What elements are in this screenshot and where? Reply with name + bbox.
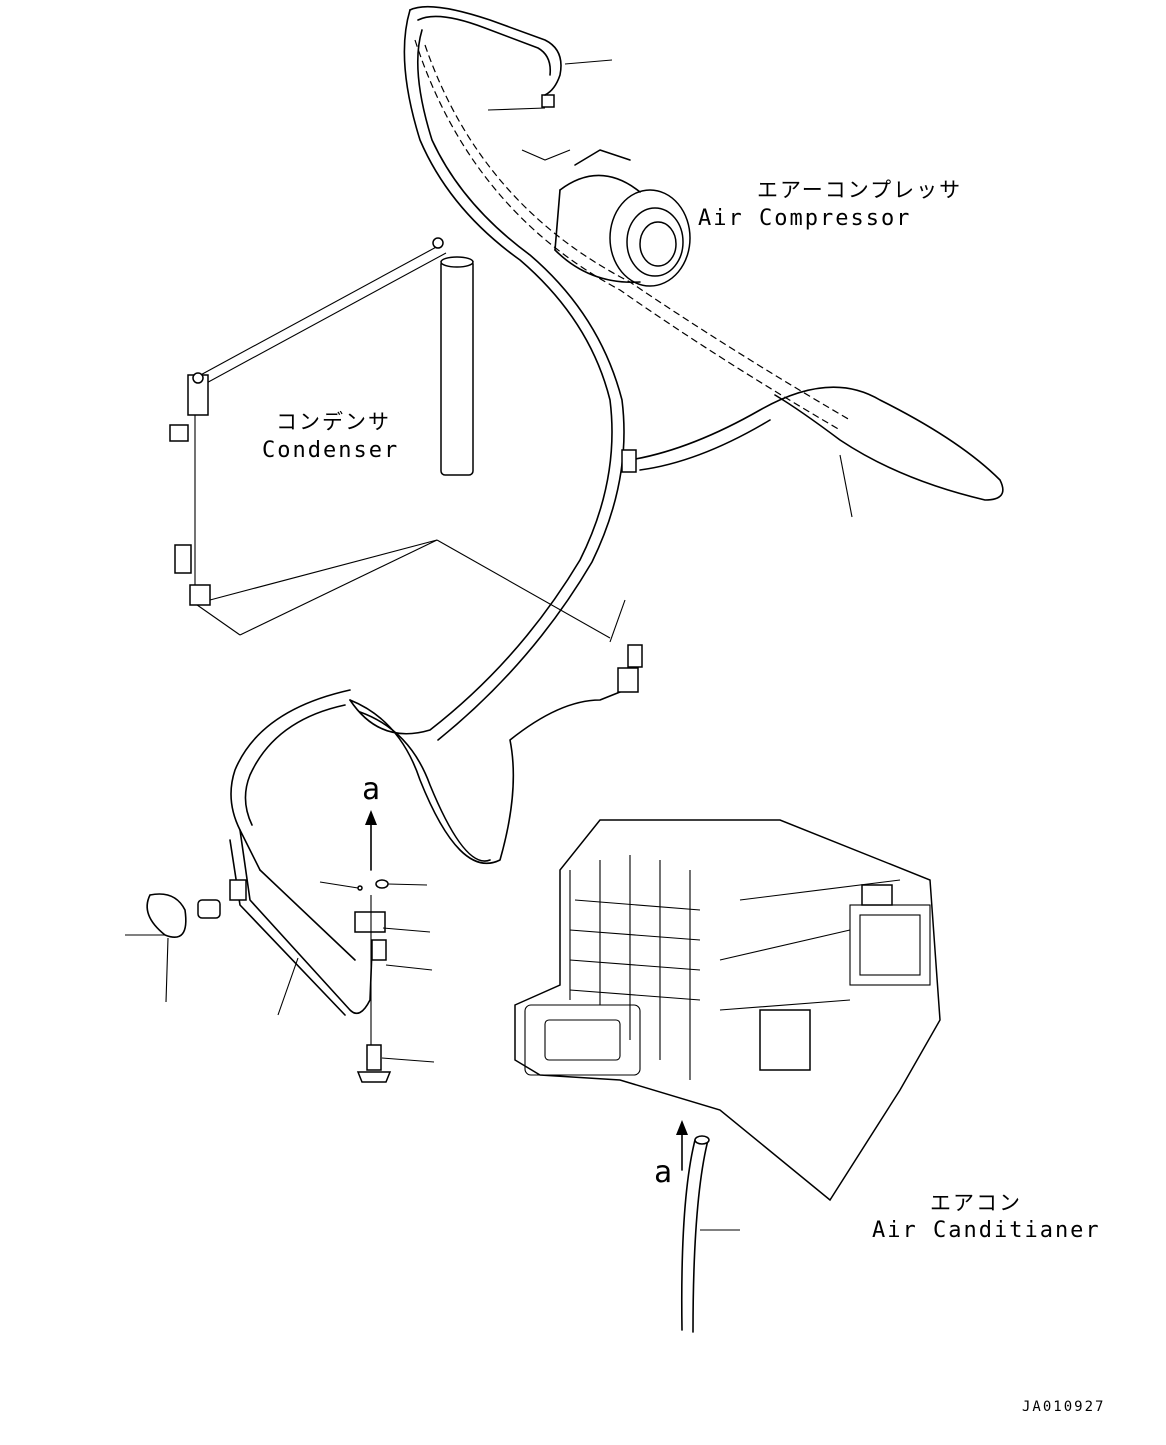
refrigerant-hoses	[125, 5, 1004, 1333]
callout-a-bottom: a	[654, 1155, 673, 1190]
air-conditioner-label-en: Air Canditianer	[872, 1218, 1101, 1243]
air-compressor-drawing	[521, 94, 691, 287]
condenser-drawing	[169, 237, 611, 639]
air-conditioner-unit-drawing	[514, 819, 941, 1202]
condenser-label-en: Condenser	[262, 438, 400, 463]
callout-arrows	[365, 810, 688, 1171]
air-conditioner-label-jp: エアコン	[930, 1191, 1022, 1215]
air-compressor-label-jp: エアーコンプレッサ	[757, 178, 963, 202]
leader-lines	[165, 59, 853, 1231]
callout-a-top: a	[362, 772, 381, 807]
condenser-label-jp: コンデンサ	[276, 410, 391, 434]
drawing-number: JA010927	[1022, 1399, 1106, 1415]
air-compressor-label-en: Air Compressor	[698, 206, 912, 231]
